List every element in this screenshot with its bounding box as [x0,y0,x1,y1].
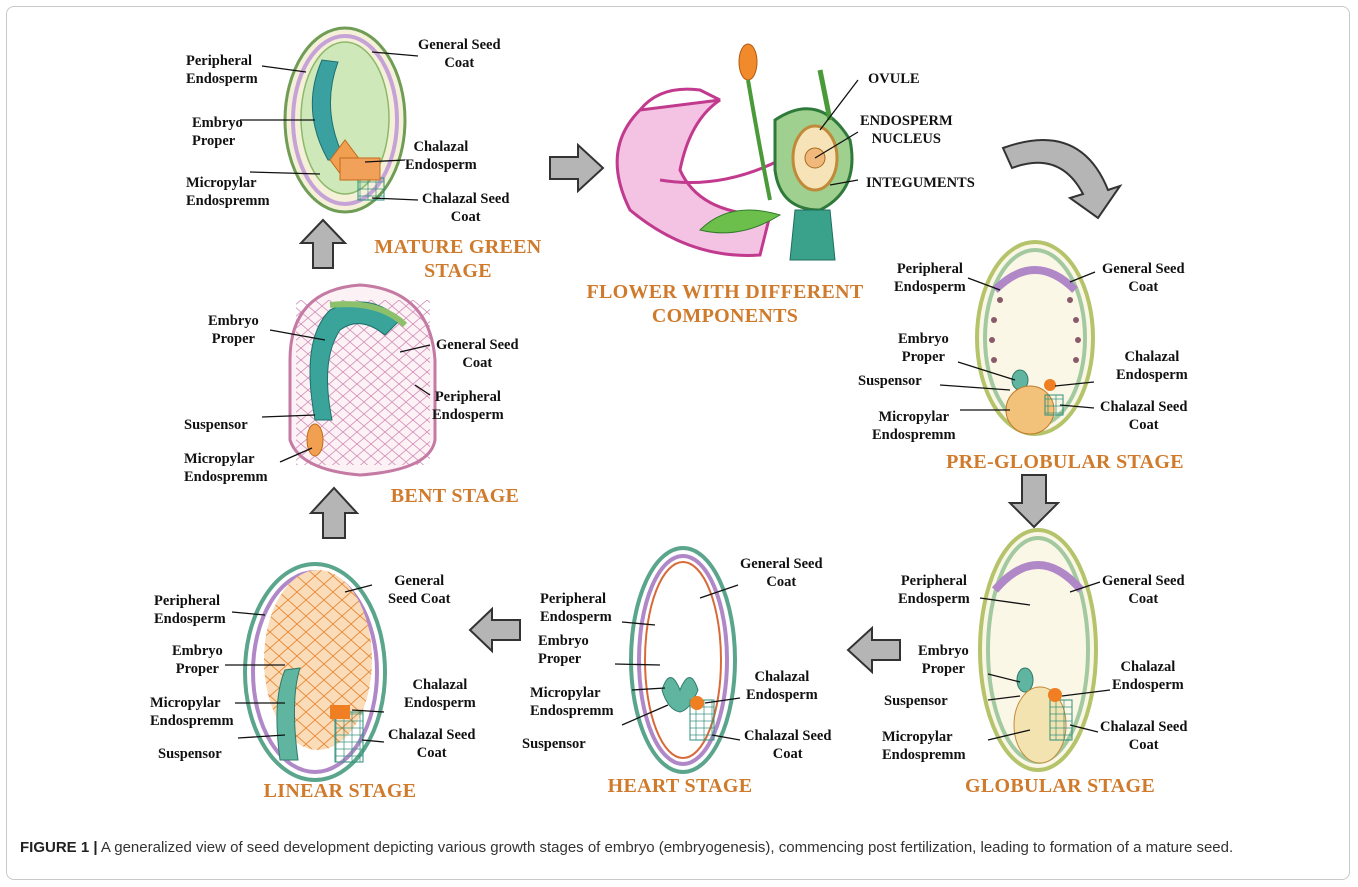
mg-general-seed-coat-label: General Seed Coat [418,36,501,72]
stage-title-pre-globular: PRE-GLOBULAR STAGE [920,450,1210,474]
pg-micropylar-label: Micropylar Endospremm [872,408,956,444]
linear-general-seed-coat-label: General Seed Coat [388,572,450,608]
bent-suspensor-label: Suspensor [184,416,248,434]
heart-general-seed-coat-label: General Seed Coat [740,555,823,591]
gl-general-seed-coat-label: General Seed Coat [1102,572,1185,608]
heart-seed [631,548,735,772]
heart-micropylar-label: Micropylar Endospremm [530,684,614,720]
linear-chalazal-seed-coat-label: Chalazal Seed Coat [388,726,475,762]
bent-general-seed-coat-label: General Seed Coat [436,336,519,372]
flower-illustration [617,44,852,260]
pg-chalazal-endosperm-label: Chalazal Endosperm [1116,348,1188,384]
arrow-globular-to-heart [848,628,900,672]
mg-peripheral-label: Peripheral Endosperm [186,52,258,88]
bent-peripheral-label: Peripheral Endosperm [432,388,504,424]
linear-peripheral-label: Peripheral Endosperm [154,592,226,628]
arrow-mature-to-flower [550,145,603,191]
globular-seed [980,530,1096,770]
pg-general-seed-coat-label: General Seed Coat [1102,260,1185,296]
gl-micropylar-label: Micropylar Endospremm [882,728,966,764]
stage-title-heart: HEART STAGE [585,774,775,798]
figure-label: FIGURE 1 | [20,839,98,856]
gl-embryo-label: Embryo Proper [918,642,969,678]
linear-chalazal-endosperm-label: Chalazal Endosperm [404,676,476,712]
pg-embryo-label: Embryo Proper [898,330,949,366]
gl-chalazal-endosperm-label: Chalazal Endosperm [1112,658,1184,694]
heart-chalazal-endosperm-label: Chalazal Endosperm [746,668,818,704]
pg-peripheral-label: Peripheral Endosperm [894,260,966,296]
arrow-linear-to-bent [311,488,357,538]
mg-micropylar-label: Micropylar Endospremm [186,174,270,210]
heart-peripheral-label: Peripheral Endosperm [540,590,612,626]
flower-endosperm-nucleus-label: ENDOSPERM NUCLEUS [860,112,953,148]
gl-peripheral-label: Peripheral Endosperm [898,572,970,608]
caption-text: A generalized view of seed development d… [98,839,1234,856]
pg-suspensor-label: Suspensor [858,372,922,390]
mg-chalazal-seed-coat-label: Chalazal Seed Coat [422,190,509,226]
gl-chalazal-seed-coat-label: Chalazal Seed Coat [1100,718,1187,754]
linear-suspensor-label: Suspensor [158,745,222,763]
arrow-preglobular-to-globular [1010,475,1058,527]
arrow-heart-to-linear [470,609,520,651]
heart-suspensor-label: Suspensor [522,735,586,753]
flower-ovule-label: OVULE [868,70,920,88]
bent-embryo-label: Embryo Proper [208,312,259,348]
flower-integuments-label: INTEGUMENTS [866,174,975,192]
gl-suspensor-label: Suspensor [884,692,948,710]
heart-chalazal-seed-coat-label: Chalazal Seed Coat [744,727,831,763]
linear-micropylar-label: Micropylar Endospremm [150,694,234,730]
mg-chalazal-endosperm-label: Chalazal Endosperm [405,138,477,174]
pg-chalazal-seed-coat-label: Chalazal Seed Coat [1100,398,1187,434]
linear-embryo-label: Embryo Proper [172,642,223,678]
heart-embryo-label: Embryo Proper [538,632,589,668]
mg-embryo-label: Embryo Proper [192,114,243,150]
stage-title-linear: LINEAR STAGE [240,779,440,803]
stage-title-mature-green: MATURE GREEN STAGE [358,235,558,283]
stage-title-flower: FLOWER WITH DIFFERENT COMPONENTS [560,280,890,328]
pre-globular-seed [977,242,1093,434]
linear-seed [245,564,385,780]
figure-caption: FIGURE 1 | A generalized view of seed de… [20,838,1330,858]
arrow-flower-to-preglobular [1003,140,1120,218]
stage-title-bent: BENT STAGE [370,484,540,508]
arrow-bent-to-mature [301,220,345,268]
bent-seed [290,285,435,475]
bent-micropylar-label: Micropylar Endospremm [184,450,268,486]
stage-title-globular: GLOBULAR STAGE [940,774,1180,798]
